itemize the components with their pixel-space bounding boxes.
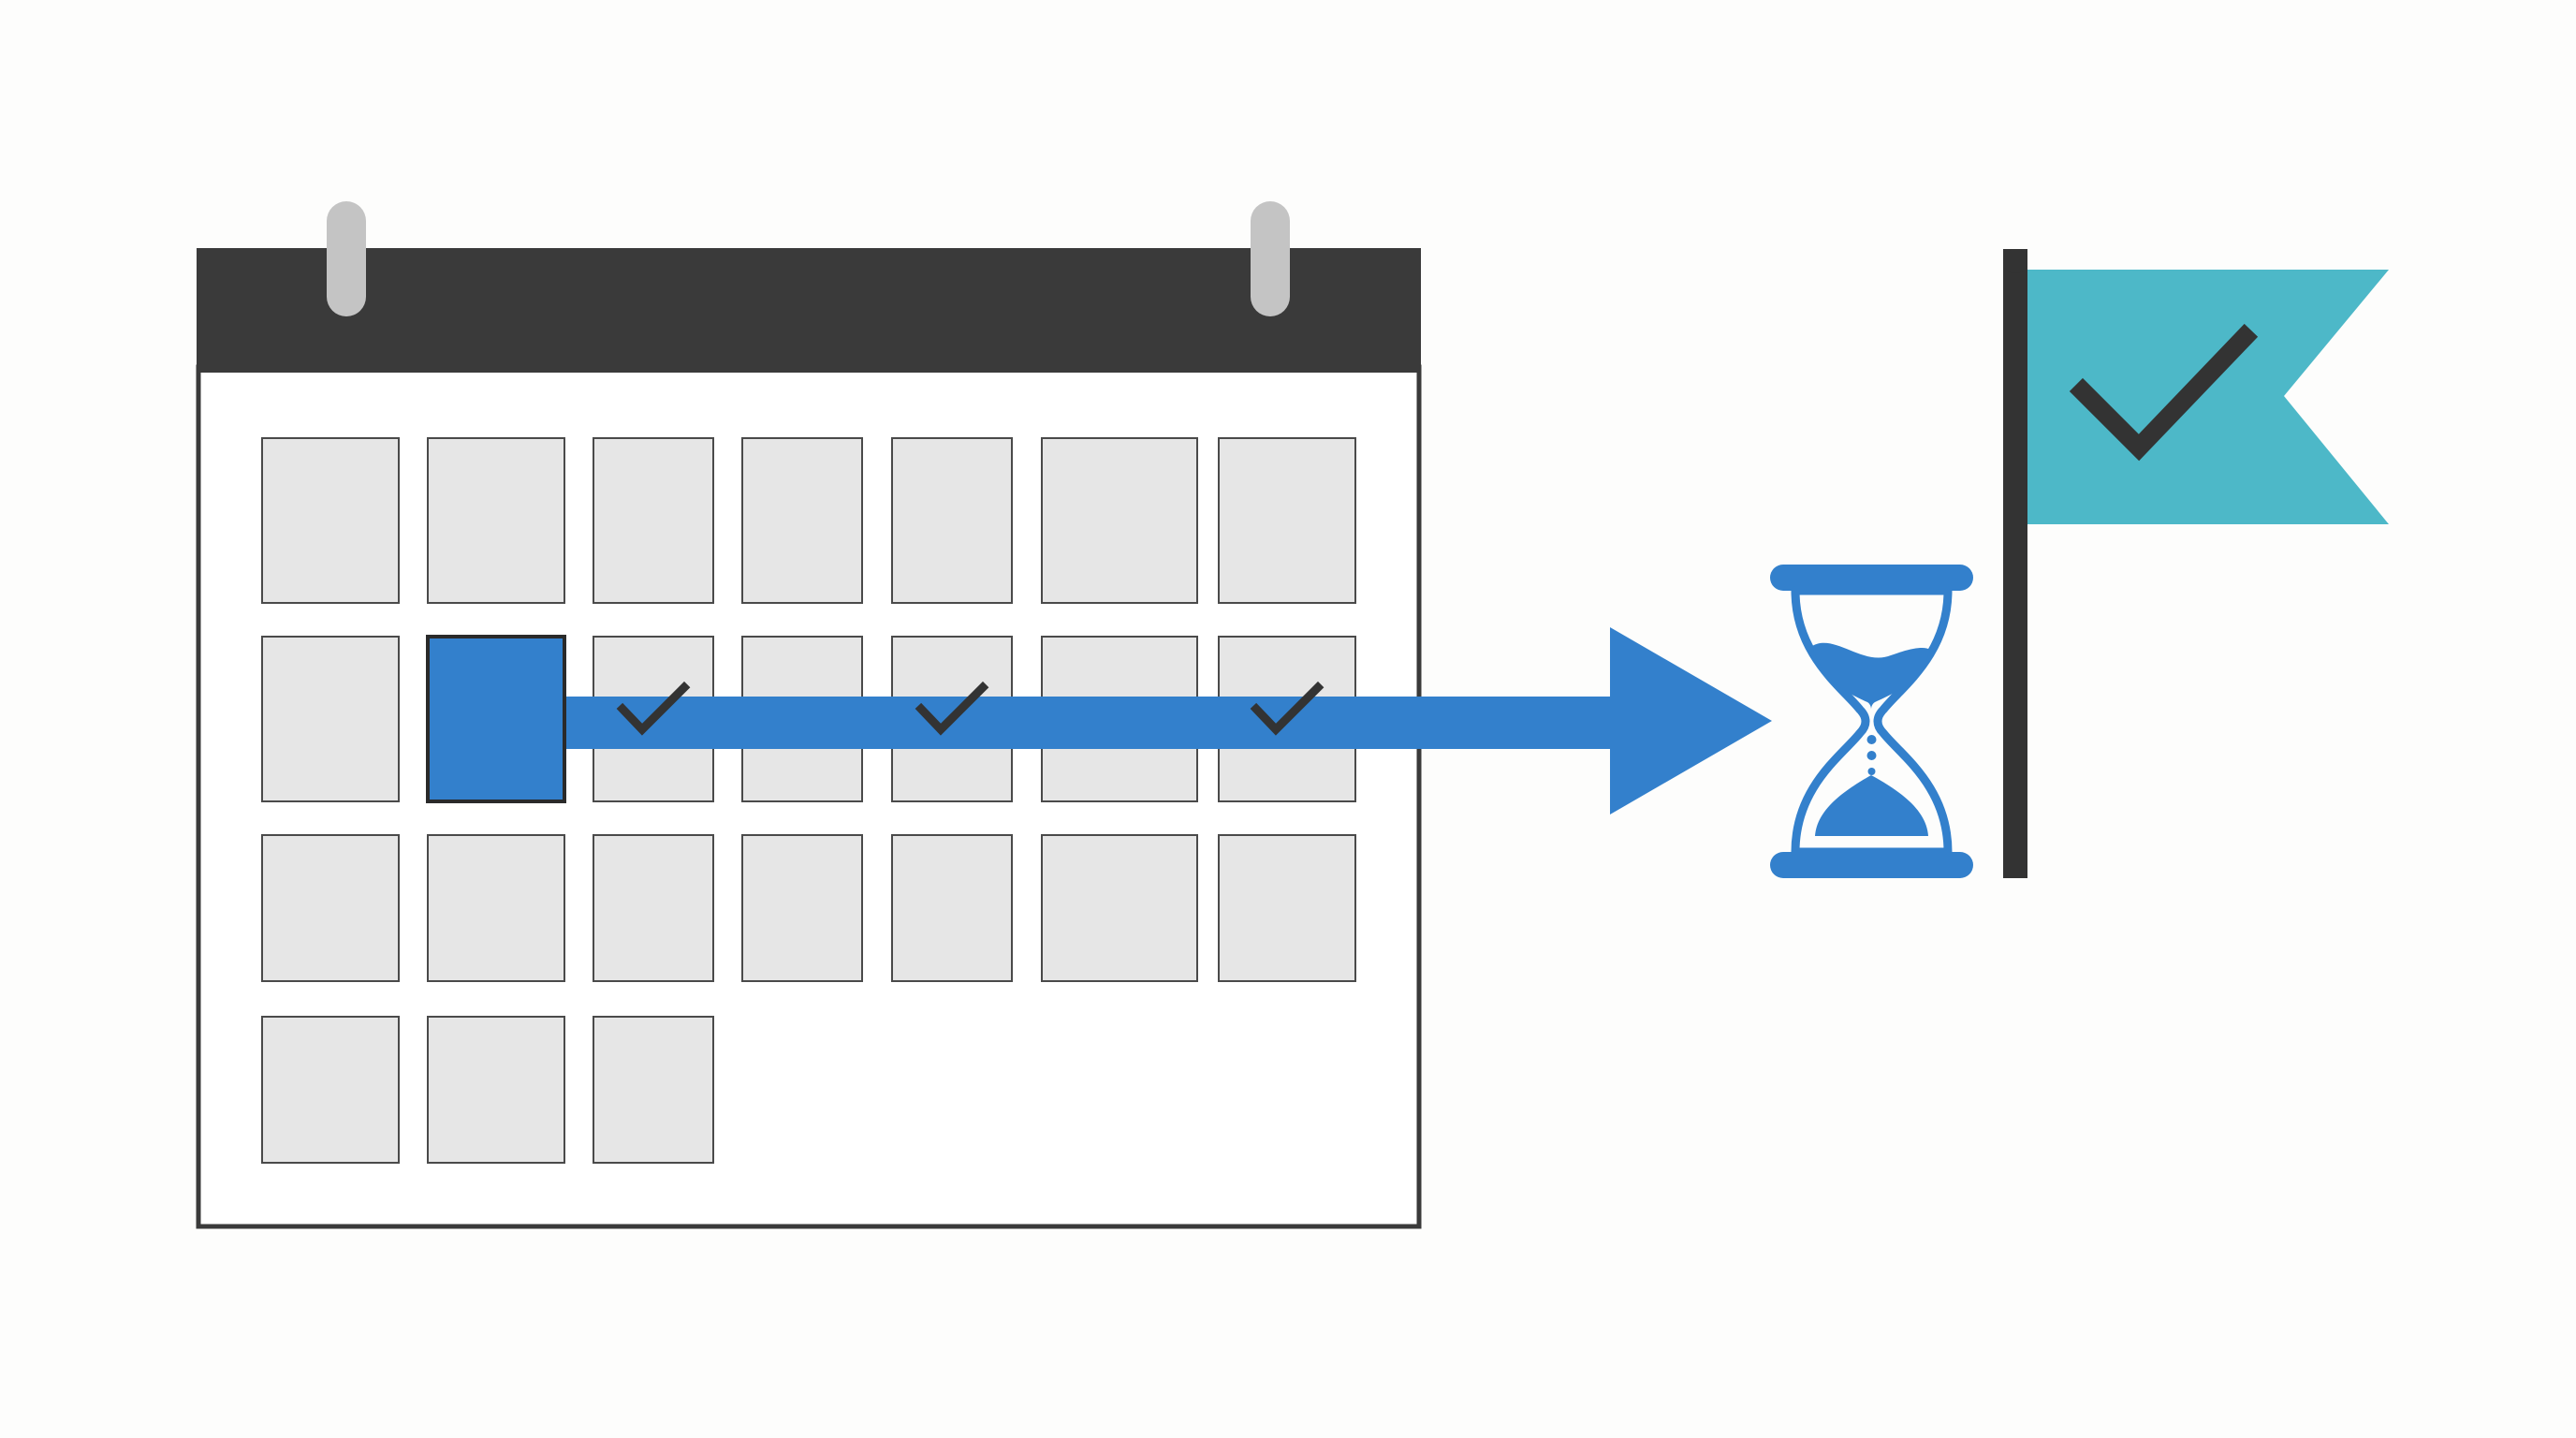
calendar-day-cell (593, 437, 714, 604)
checked-days-layer (616, 681, 1325, 736)
flag-checkmark-icon (2069, 323, 2259, 462)
progress-arrow-icon (562, 627, 1772, 814)
start-day-layer (426, 635, 566, 803)
calendar-ring-right (1251, 201, 1290, 316)
hourglass-sand-grain (1866, 751, 1877, 760)
calendar-day-cell (1041, 437, 1198, 604)
calendar-day-cell (741, 437, 863, 604)
calendar-day-cell (261, 636, 400, 802)
calendar-start-day (426, 635, 566, 803)
calendar-day-cell (427, 437, 565, 604)
hourglass-icon (1770, 565, 1973, 878)
calendar-day-cell (891, 834, 1013, 982)
flag-pole-tip (2003, 249, 2027, 273)
flag-pole (2003, 249, 2027, 878)
calendar-day-cell (1218, 437, 1356, 604)
calendar-day-cell (261, 437, 400, 604)
calendar-day-cell (891, 437, 1013, 604)
calendar-day-cell (261, 834, 400, 982)
calendar-checkmark-icon (1250, 681, 1325, 736)
calendar-checkmark-icon (915, 681, 989, 736)
progress-arrow-shaft (562, 697, 1615, 749)
calendar-day-cell (261, 1016, 400, 1164)
calendar-header-bar (197, 248, 1421, 373)
calendar-day-cell (593, 834, 714, 982)
hourglass-sand-top (1812, 642, 1930, 710)
calendar-ring-left (327, 201, 366, 316)
calendar-day-cell (593, 1016, 714, 1164)
calendar-day-cell (427, 1016, 565, 1164)
hourglass-sand-grain (1867, 768, 1876, 775)
progress-arrow-head (1610, 627, 1772, 814)
hourglass-sand-grain (1866, 735, 1877, 744)
calendar-icon (196, 201, 1422, 1229)
finish-flag-icon (2003, 249, 2389, 878)
calendar-day-cell (741, 834, 863, 982)
calendar-day-cell (1041, 834, 1198, 982)
hourglass-top-cap (1770, 565, 1973, 591)
calendar-checkmark-icon (616, 681, 691, 736)
hourglass-bottom-cap (1770, 852, 1973, 878)
hourglass-sand-bottom (1815, 775, 1928, 836)
calendar-day-cell (427, 834, 565, 982)
flag-banner (2027, 270, 2389, 524)
calendar-day-cell (1218, 834, 1356, 982)
hourglass-glass-outline (1791, 586, 1953, 857)
